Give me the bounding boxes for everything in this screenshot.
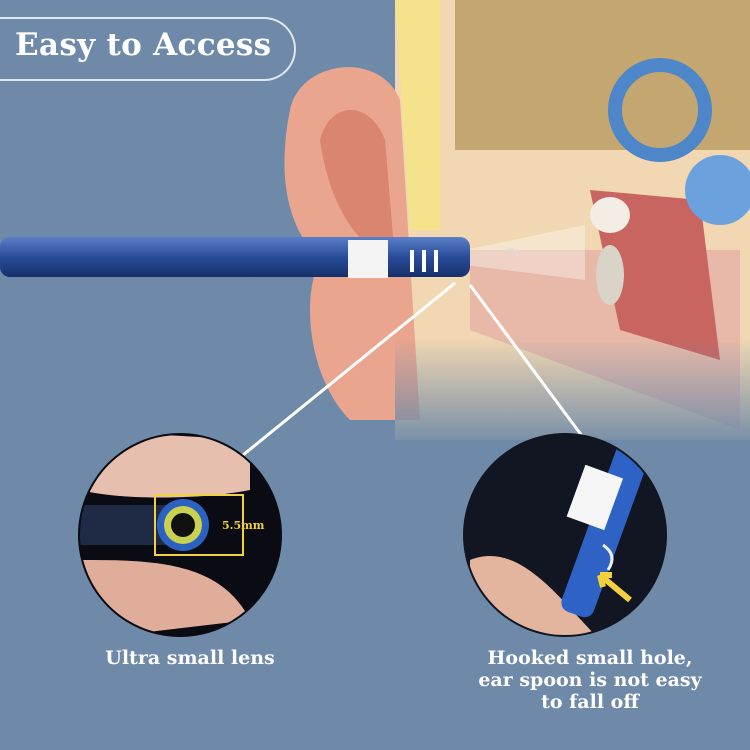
- pointer-line-right: [468, 284, 587, 441]
- title-pill: [0, 17, 296, 81]
- endoscope-probe: [0, 237, 518, 278]
- hook-caption-line: Hooked small hole,: [487, 647, 693, 669]
- hook-caption-line: to fall off: [541, 691, 639, 713]
- lens-dimension-label: 5.5mm: [222, 519, 265, 532]
- lens-detail-photo: [78, 433, 282, 637]
- page-title: Easy to Access: [15, 27, 272, 63]
- hook-caption-line: ear spoon is not easy: [478, 669, 702, 691]
- hook-detail-photo: [463, 433, 667, 637]
- lens-caption: Ultra small lens: [105, 647, 275, 669]
- hook-caption: Hooked small hole, ear spoon is not easy…: [440, 647, 740, 713]
- pointer-line-left: [242, 281, 456, 457]
- ear-anatomy: [284, 0, 750, 450]
